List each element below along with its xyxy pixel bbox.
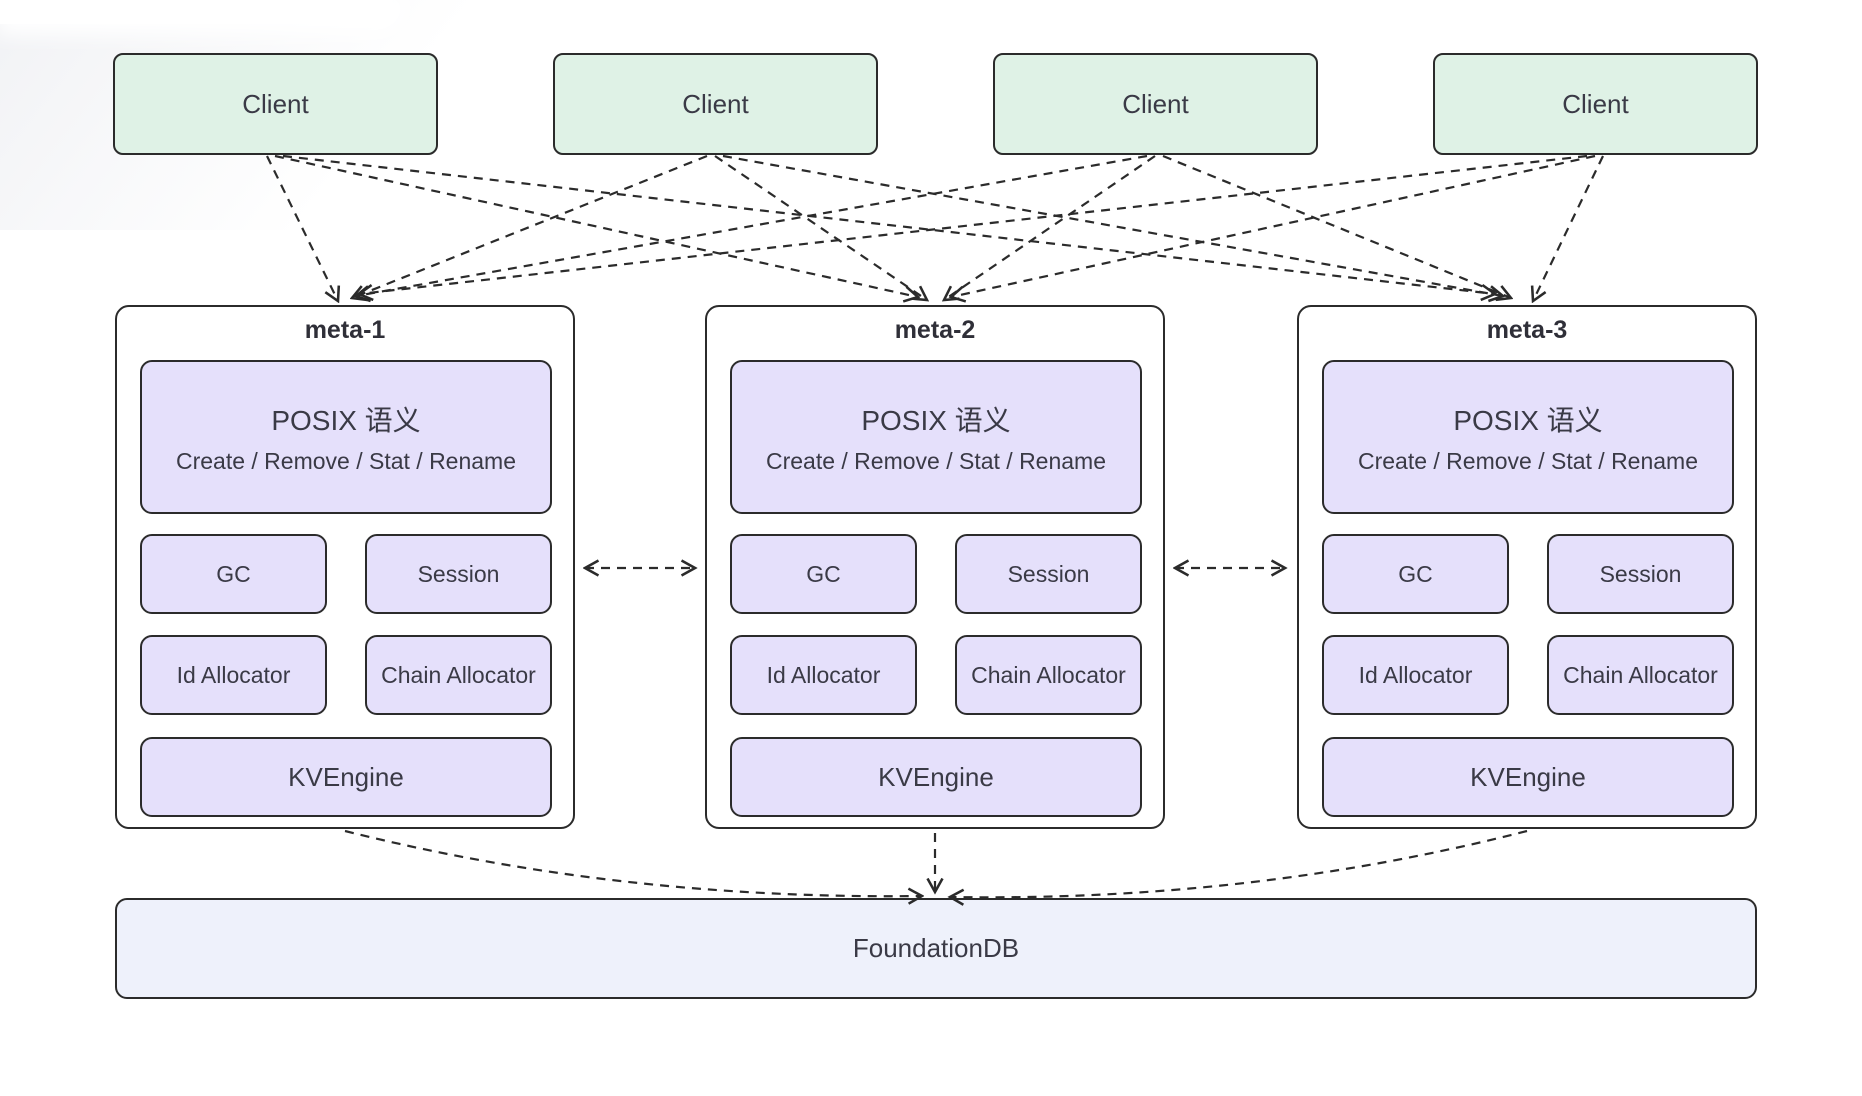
kvengine-box: KVEngine	[140, 737, 552, 817]
posix-semantics-box: POSIX 语义 Create / Remove / Stat / Rename	[140, 360, 552, 514]
chain-allocator-box: Chain Allocator	[955, 635, 1142, 715]
session-label: Session	[1599, 560, 1682, 587]
posix-semantics-box: POSIX 语义 Create / Remove / Stat / Rename	[730, 360, 1142, 514]
posix-operations: Create / Remove / Stat / Rename	[1357, 448, 1699, 474]
client-box-3: Client	[993, 53, 1318, 155]
foundationdb-box: FoundationDB	[115, 898, 1757, 999]
id-allocator-label: Id Allocator	[176, 661, 291, 688]
kvengine-label: KVEngine	[878, 761, 994, 792]
foundationdb-label: FoundationDB	[852, 933, 1020, 963]
corner-highlight	[0, 0, 392, 24]
meta3-db-arrow	[950, 829, 1528, 897]
client-label: Client	[682, 88, 749, 119]
meta-node-title: meta-3	[1486, 316, 1568, 344]
gc-label: GC	[1398, 560, 1433, 587]
posix-title: POSIX 语义	[861, 405, 1011, 436]
posix-semantics-box: POSIX 语义 Create / Remove / Stat / Rename	[1322, 360, 1734, 514]
session-box: Session	[1547, 534, 1734, 614]
meta-node-1: meta-1 POSIX 语义 Create / Remove / Stat /…	[115, 305, 575, 829]
client-label: Client	[1562, 88, 1629, 119]
chain-allocator-label: Chain Allocator	[1563, 661, 1718, 688]
posix-operations: Create / Remove / Stat / Rename	[765, 448, 1107, 474]
client-box-4: Client	[1433, 53, 1758, 155]
client-label: Client	[242, 88, 309, 119]
kvengine-label: KVEngine	[1470, 761, 1586, 792]
kvengine-box: KVEngine	[1322, 737, 1734, 817]
meta-node-title: meta-2	[894, 316, 976, 344]
gc-box: GC	[140, 534, 327, 614]
kvengine-box: KVEngine	[730, 737, 1142, 817]
id-allocator-label: Id Allocator	[1358, 661, 1473, 688]
chain-allocator-box: Chain Allocator	[365, 635, 552, 715]
chain-allocator-label: Chain Allocator	[971, 661, 1126, 688]
gc-box: GC	[1322, 534, 1509, 614]
client4-meta3-arrow	[1533, 155, 1604, 301]
chain-allocator-label: Chain Allocator	[381, 661, 536, 688]
client-box-1: Client	[113, 53, 438, 155]
meta-node-3: meta-3 POSIX 语义 Create / Remove / Stat /…	[1297, 305, 1757, 829]
session-label: Session	[417, 560, 500, 587]
meta-to-db-arrows	[344, 829, 1528, 897]
meta1-db-arrow	[344, 829, 922, 896]
client2-meta3-arrow	[722, 154, 1503, 296]
client3-meta3-arrow	[1162, 154, 1511, 298]
id-allocator-box: Id Allocator	[1322, 635, 1509, 715]
client4-meta2-arrow	[951, 154, 1596, 297]
client-label: Client	[1122, 88, 1189, 119]
posix-title: POSIX 语义	[1453, 405, 1603, 436]
id-allocator-box: Id Allocator	[730, 635, 917, 715]
kvengine-label: KVEngine	[288, 761, 404, 792]
posix-operations: Create / Remove / Stat / Rename	[175, 448, 517, 474]
id-allocator-box: Id Allocator	[140, 635, 327, 715]
id-allocator-label: Id Allocator	[766, 661, 881, 688]
session-box: Session	[365, 534, 552, 614]
meta-node-title: meta-1	[304, 316, 386, 344]
client2-meta2-arrow	[714, 155, 927, 300]
meta-node-2: meta-2 POSIX 语义 Create / Remove / Stat /…	[705, 305, 1165, 829]
posix-title: POSIX 语义	[271, 405, 421, 436]
client3-meta2-arrow	[944, 155, 1156, 300]
client-box-2: Client	[553, 53, 878, 155]
gc-label: GC	[216, 560, 251, 587]
gc-box: GC	[730, 534, 917, 614]
gc-label: GC	[806, 560, 841, 587]
session-box: Session	[955, 534, 1142, 614]
chain-allocator-box: Chain Allocator	[1547, 635, 1734, 715]
session-label: Session	[1007, 560, 1090, 587]
